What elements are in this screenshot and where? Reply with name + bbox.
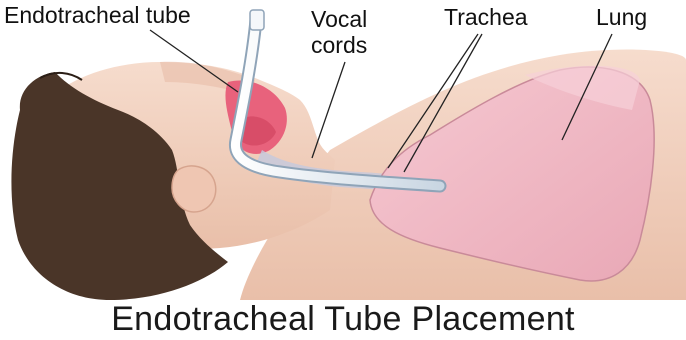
label-trachea: Trachea	[444, 6, 528, 29]
ear	[172, 166, 216, 212]
label-vocal-cords: Vocal cords	[311, 6, 367, 58]
label-vocal-cords-line2: cords	[311, 32, 367, 58]
tube-connector	[250, 10, 264, 30]
label-lung: Lung	[596, 6, 647, 29]
label-vocal-cords-line1: Vocal	[311, 6, 367, 32]
leader-vocal-cords	[312, 62, 345, 158]
label-endotracheal-tube: Endotracheal tube	[4, 4, 191, 27]
diagram-caption: Endotracheal Tube Placement	[0, 302, 686, 336]
